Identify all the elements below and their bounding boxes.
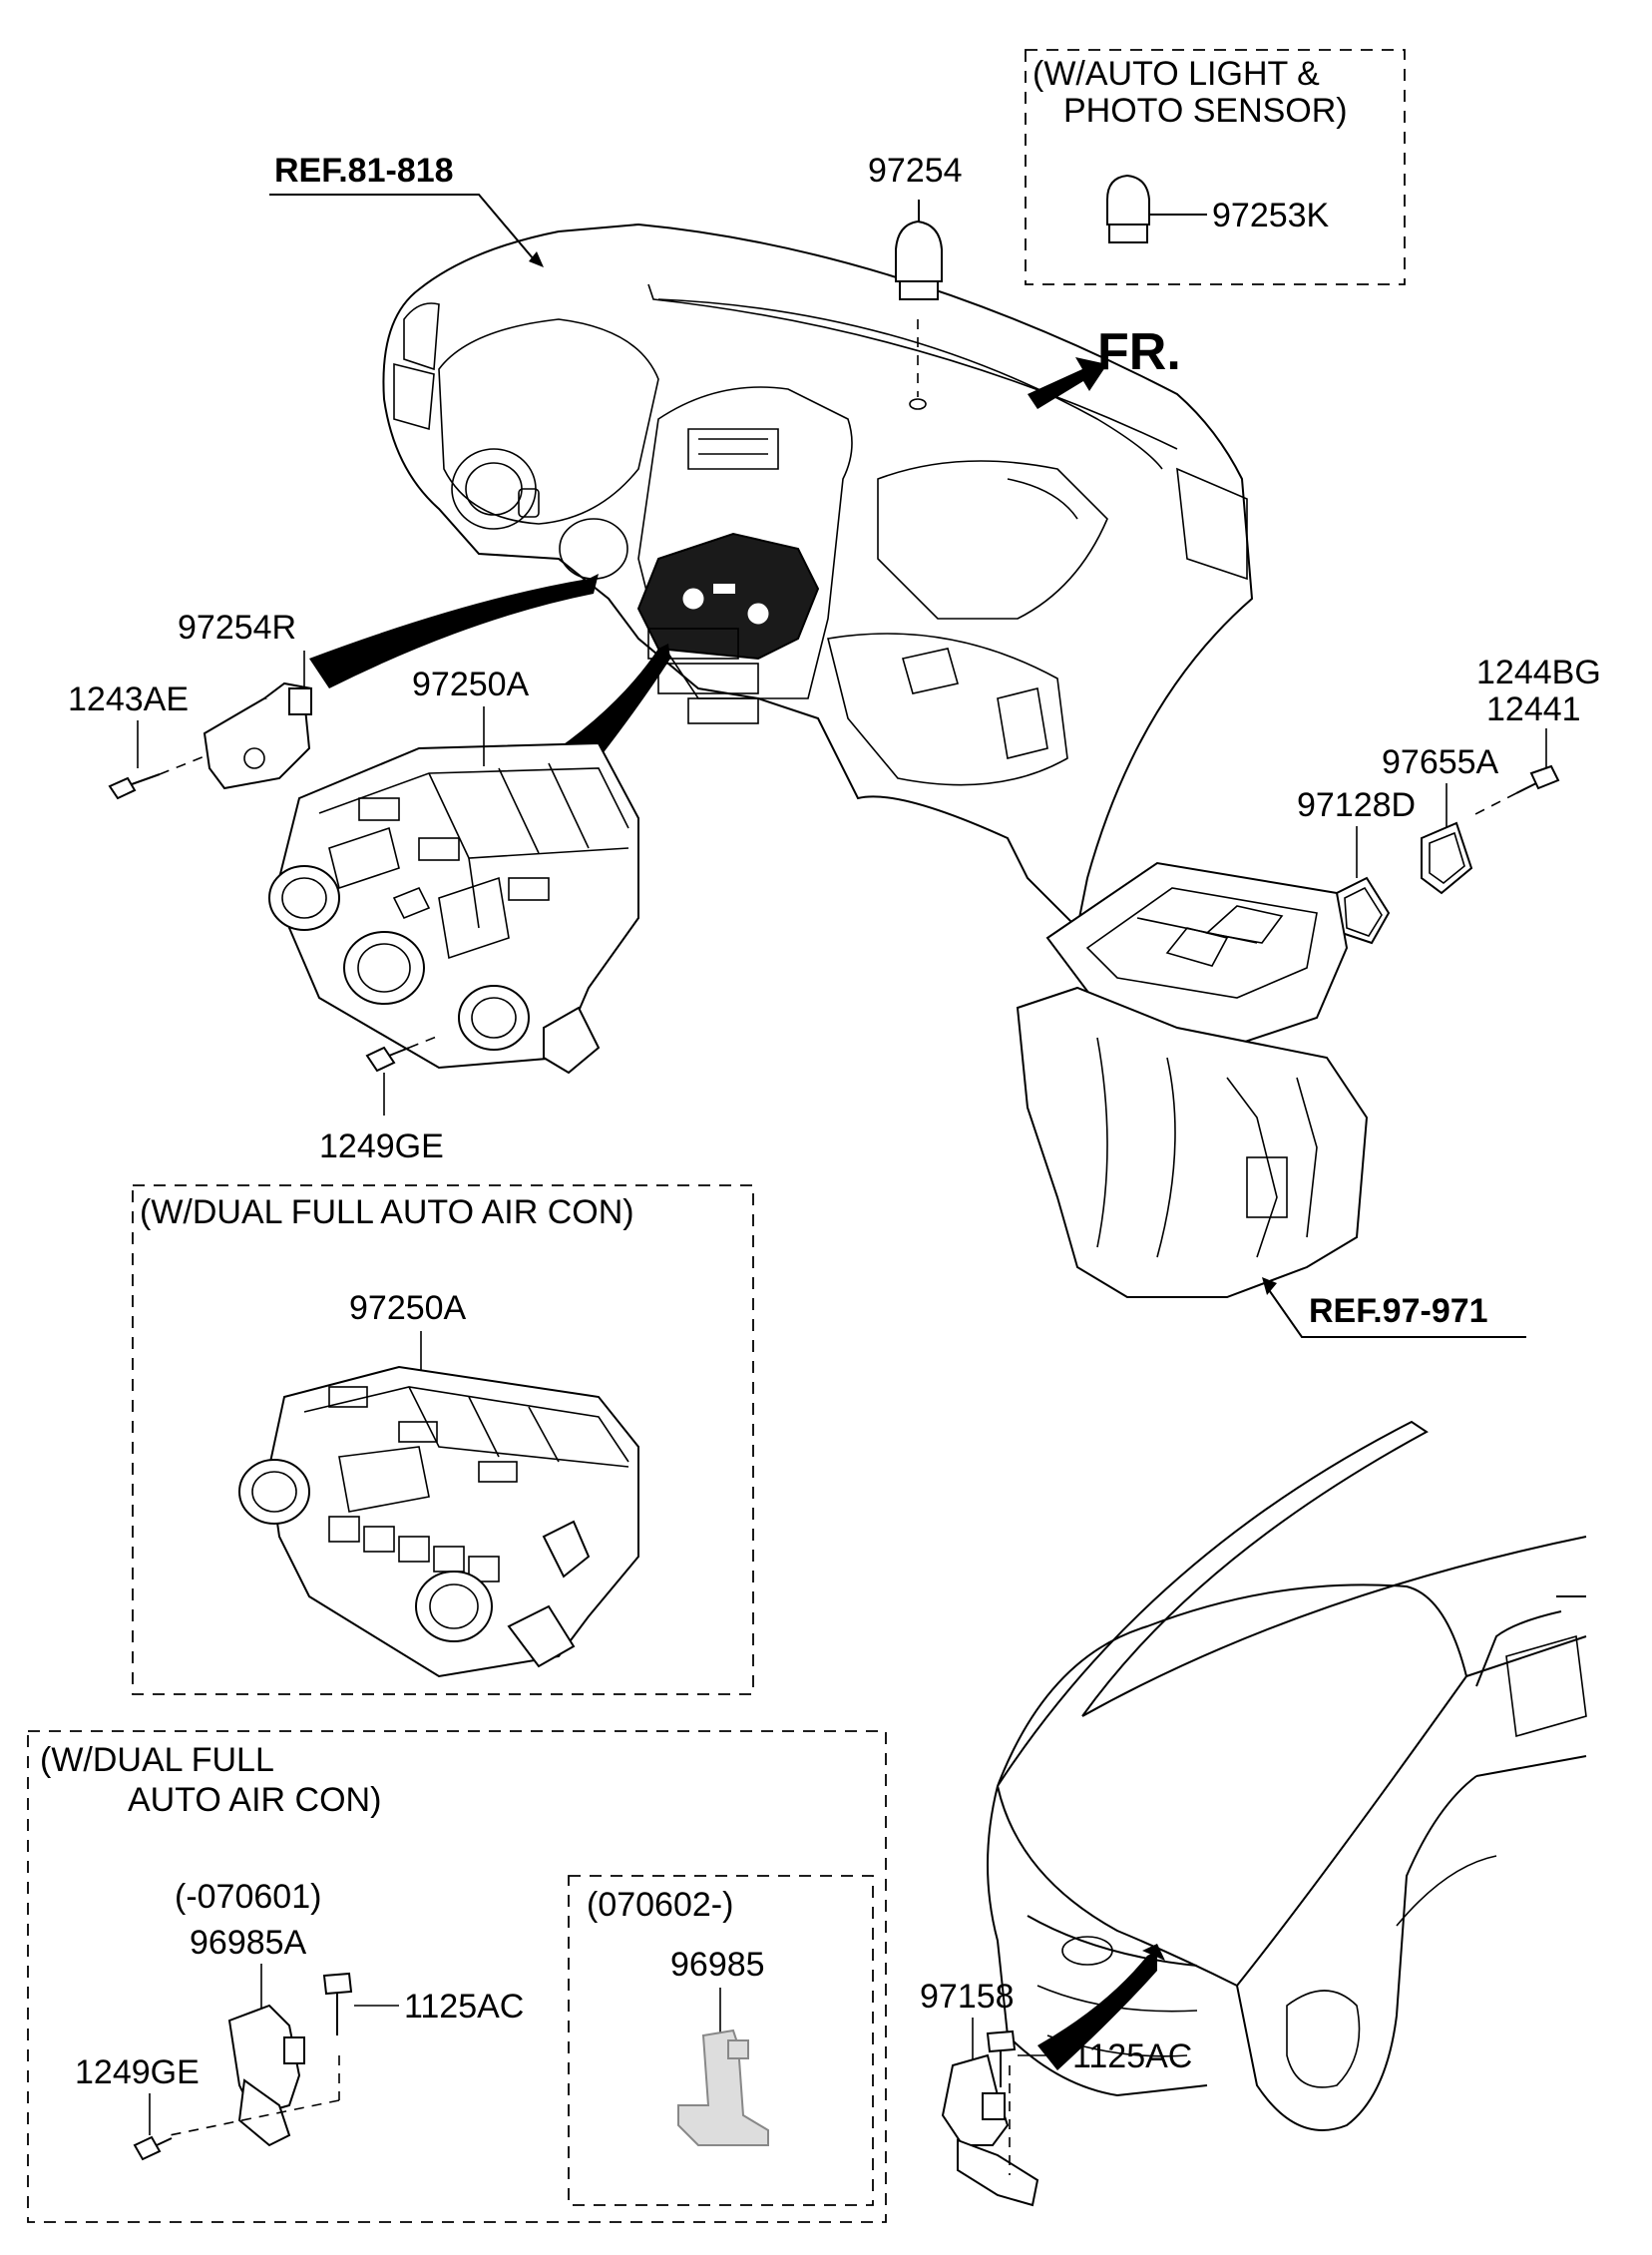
sensor-97254R-part [203, 681, 313, 790]
date-range-after-box [568, 1875, 874, 2206]
date-range-after-label: (070602-) [587, 1886, 733, 1924]
date-range-before-label: (-070601) [175, 1878, 321, 1916]
label-97128D: 97128D [1297, 786, 1416, 824]
sensor-97254-part [895, 200, 943, 300]
dual-full-auto-label: (W/DUAL FULL AUTO AIR CON) [140, 1193, 634, 1231]
front-direction-label: FR. [1097, 323, 1181, 381]
label-97254: 97254 [868, 152, 963, 190]
auto-light-option-box [1025, 49, 1406, 285]
label-1249GE-top: 1249GE [319, 1128, 444, 1165]
ref-97-971-label: REF.97-971 [1309, 1292, 1488, 1330]
sensor-96985-part [677, 2029, 769, 2146]
screw-1243AE-part [108, 755, 206, 800]
dual-full-auto-option-box-2 [27, 1730, 887, 2223]
gasket-97128D-part [1335, 876, 1391, 945]
photo-sensor-97253K-part [1106, 174, 1207, 243]
screw-1249GE-bottom-part [133, 2135, 173, 2161]
bolt-1244BG-part [1470, 764, 1560, 817]
dual-climate-control-97250A-part [238, 1365, 639, 1678]
front-direction-arrow-icon [1028, 357, 1107, 409]
auto-light-label-1: (W/AUTO LIGHT & [1032, 55, 1320, 93]
label-1244BG: 1244BG [1476, 654, 1601, 691]
dual-full-auto-2-label-1: (W/DUAL FULL [40, 1741, 274, 1779]
sensor-97158-part [941, 2053, 1039, 2207]
sensor-96985A-part [169, 2004, 340, 2147]
vehicle-illustration [987, 1420, 1587, 2131]
label-97250A-box: 97250A [349, 1289, 467, 1327]
label-1125AC-right: 1125AC [1072, 2037, 1192, 2075]
screw-1125AC-right-part [986, 2030, 1017, 2087]
leader-arrow-97254R [309, 574, 599, 688]
label-97158: 97158 [920, 1978, 1015, 2016]
label-97250A-top: 97250A [412, 666, 530, 703]
hvac-unit-part [1016, 861, 1369, 1298]
auto-light-label-2: PHOTO SENSOR) [1063, 92, 1348, 130]
label-97253K: 97253K [1212, 197, 1330, 234]
label-12441: 12441 [1486, 690, 1581, 728]
ref-81-818-label: REF.81-818 [274, 152, 454, 190]
label-97655A: 97655A [1382, 743, 1499, 781]
seal-97655A-part [1421, 821, 1473, 895]
dual-full-auto-2-label-2: AUTO AIR CON) [128, 1781, 381, 1819]
heater-control-97250A-part [268, 741, 639, 1075]
ref-81-818-leader [269, 194, 535, 260]
label-1243AE: 1243AE [68, 680, 189, 718]
ref-97-971-leader [1266, 1286, 1526, 1338]
screw-1249GE-top-part [365, 1035, 440, 1073]
leader-arrow-97158 [1037, 1951, 1157, 2070]
label-96985A: 96985A [190, 1924, 307, 1962]
label-1125AC-left: 1125AC [404, 1988, 524, 2026]
screw-1125AC-left-part [322, 1972, 353, 2035]
dashboard-panel [382, 223, 1254, 931]
label-96985: 96985 [670, 1946, 765, 1984]
label-97254R: 97254R [178, 609, 296, 647]
label-1249GE-bottom: 1249GE [75, 2053, 200, 2091]
